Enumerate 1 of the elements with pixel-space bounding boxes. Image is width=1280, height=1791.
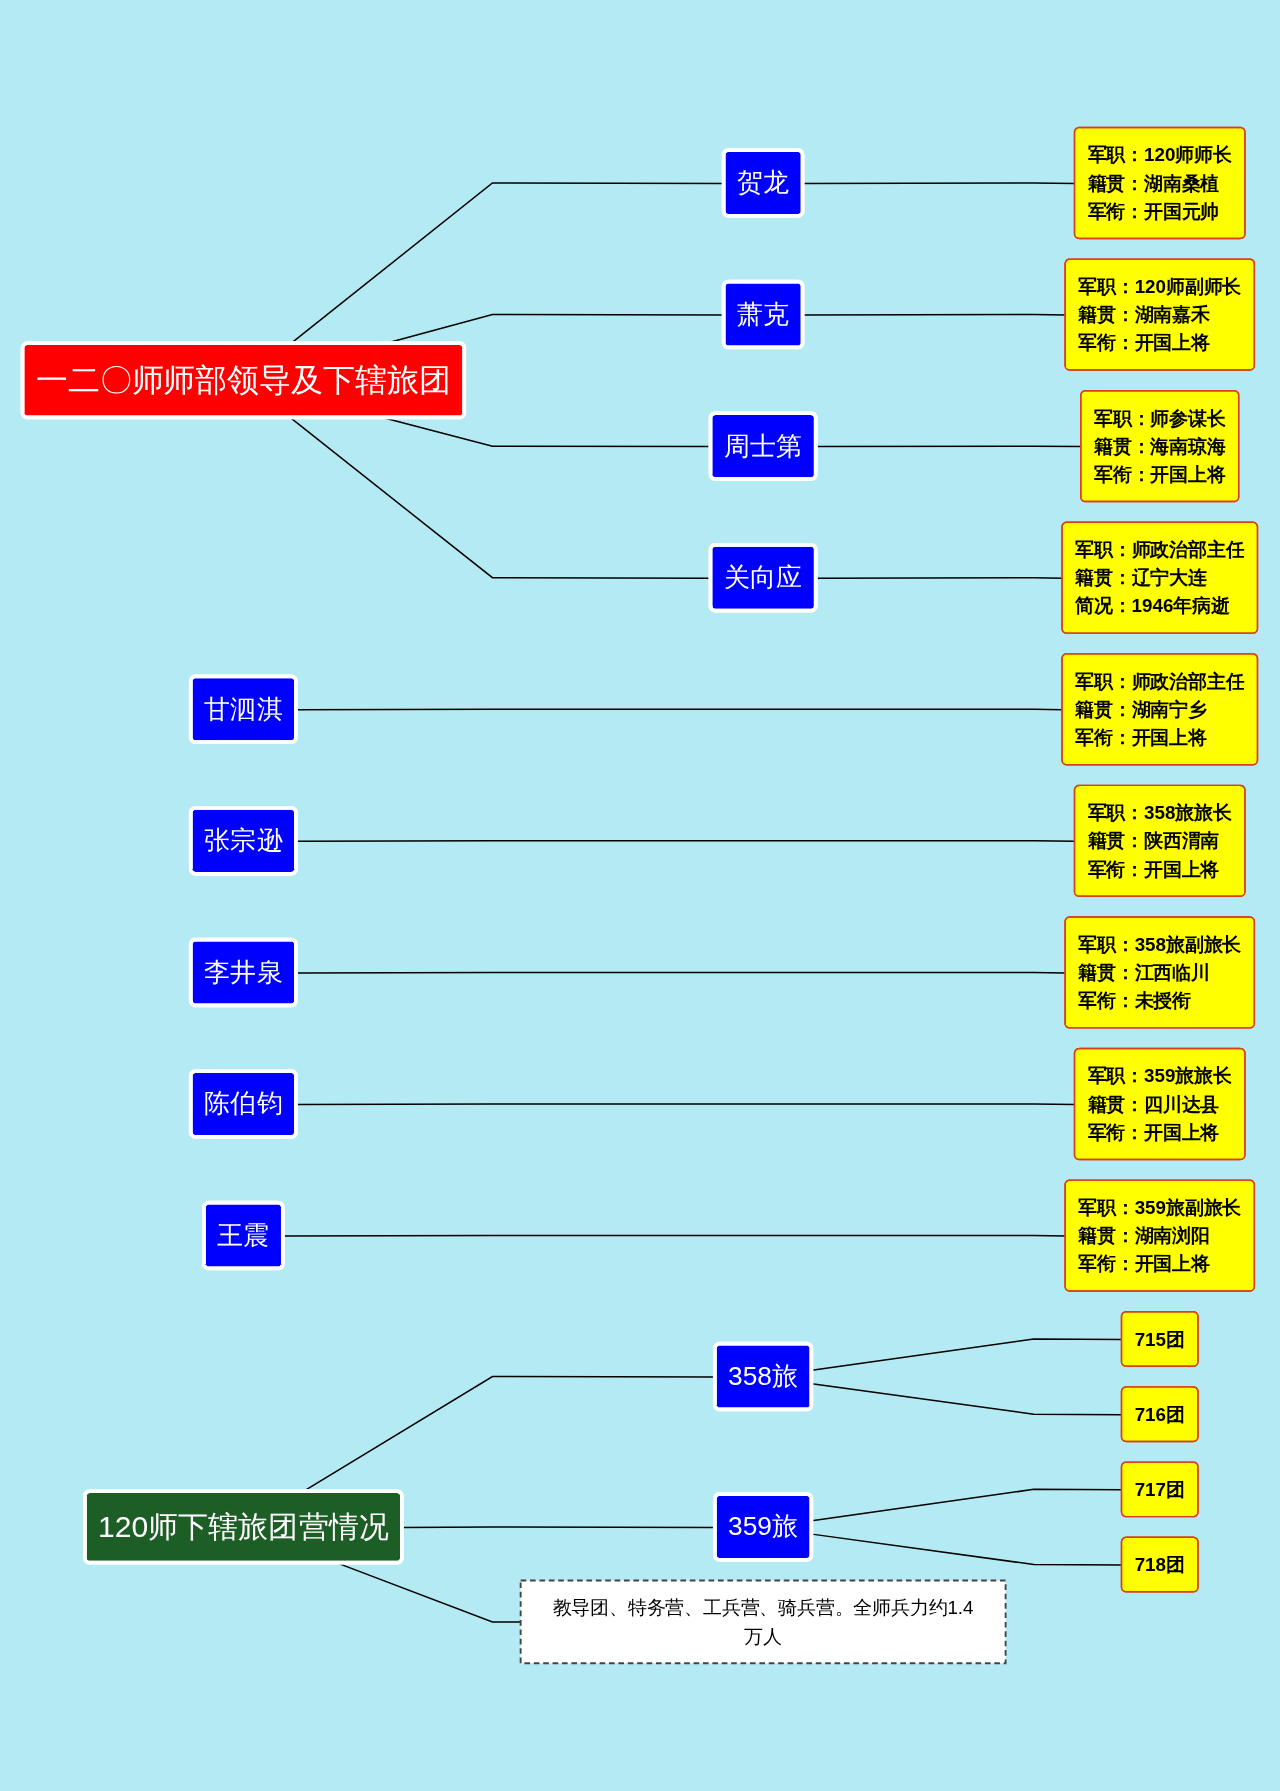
node-box: 教导团、特务营、工兵营、骑兵营。全师兵力约1.4万人 — [519, 1579, 1007, 1665]
